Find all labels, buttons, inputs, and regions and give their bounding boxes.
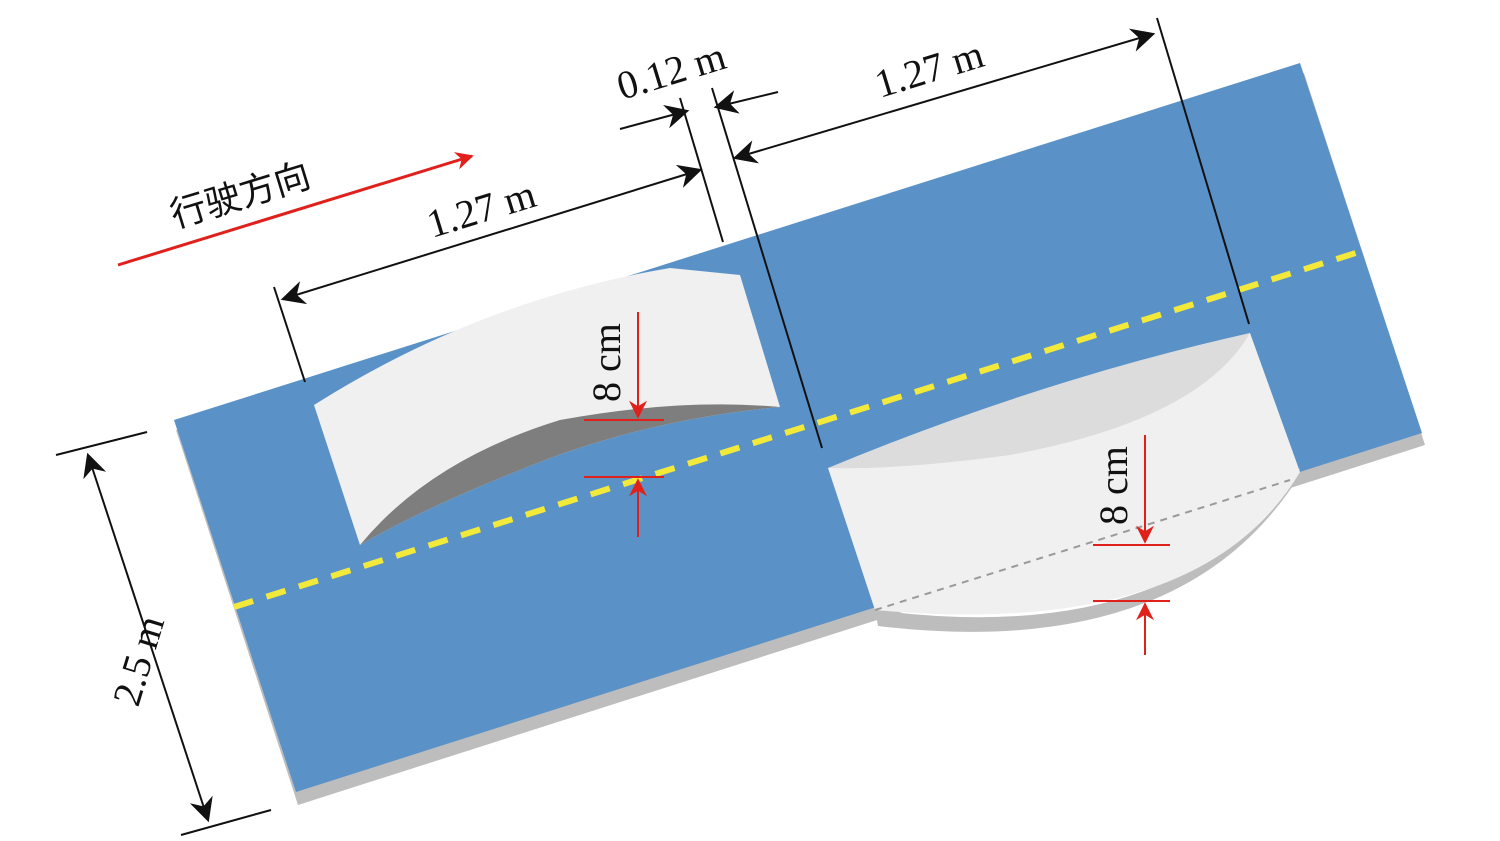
- speed-bump-left: [314, 268, 780, 545]
- road-centerline: [233, 248, 1363, 610]
- dim-width: [83, 452, 213, 823]
- dim-bump-length-1: [280, 164, 703, 305]
- dim-bump-length-2: [732, 28, 1156, 164]
- label-bump-length-2: 1.27 m: [869, 31, 988, 107]
- bump-left-shadow-face: [360, 404, 780, 545]
- bump-left-face: [314, 268, 780, 545]
- label-height-2: 8 cm: [1091, 446, 1136, 525]
- bump-right-face: [828, 333, 1300, 615]
- dim-gap-arrow-right: [713, 90, 779, 114]
- bump-right-under-shadow: [875, 468, 1300, 632]
- height-marker-right: [1093, 435, 1170, 655]
- direction-label: 行驶方向: [166, 155, 316, 236]
- height-marker-left: [584, 312, 664, 537]
- label-bump-length-1: 1.27 m: [421, 171, 540, 247]
- bump-right-top-curve: [828, 333, 1250, 469]
- speed-bump-right: [828, 333, 1300, 632]
- dim-gap-arrow-left: [619, 105, 690, 130]
- label-gap: 0.12 m: [611, 33, 730, 109]
- label-width: 2.5 m: [104, 610, 174, 710]
- label-height-1: 8 cm: [584, 323, 629, 402]
- extension-lines: [55, 17, 1250, 836]
